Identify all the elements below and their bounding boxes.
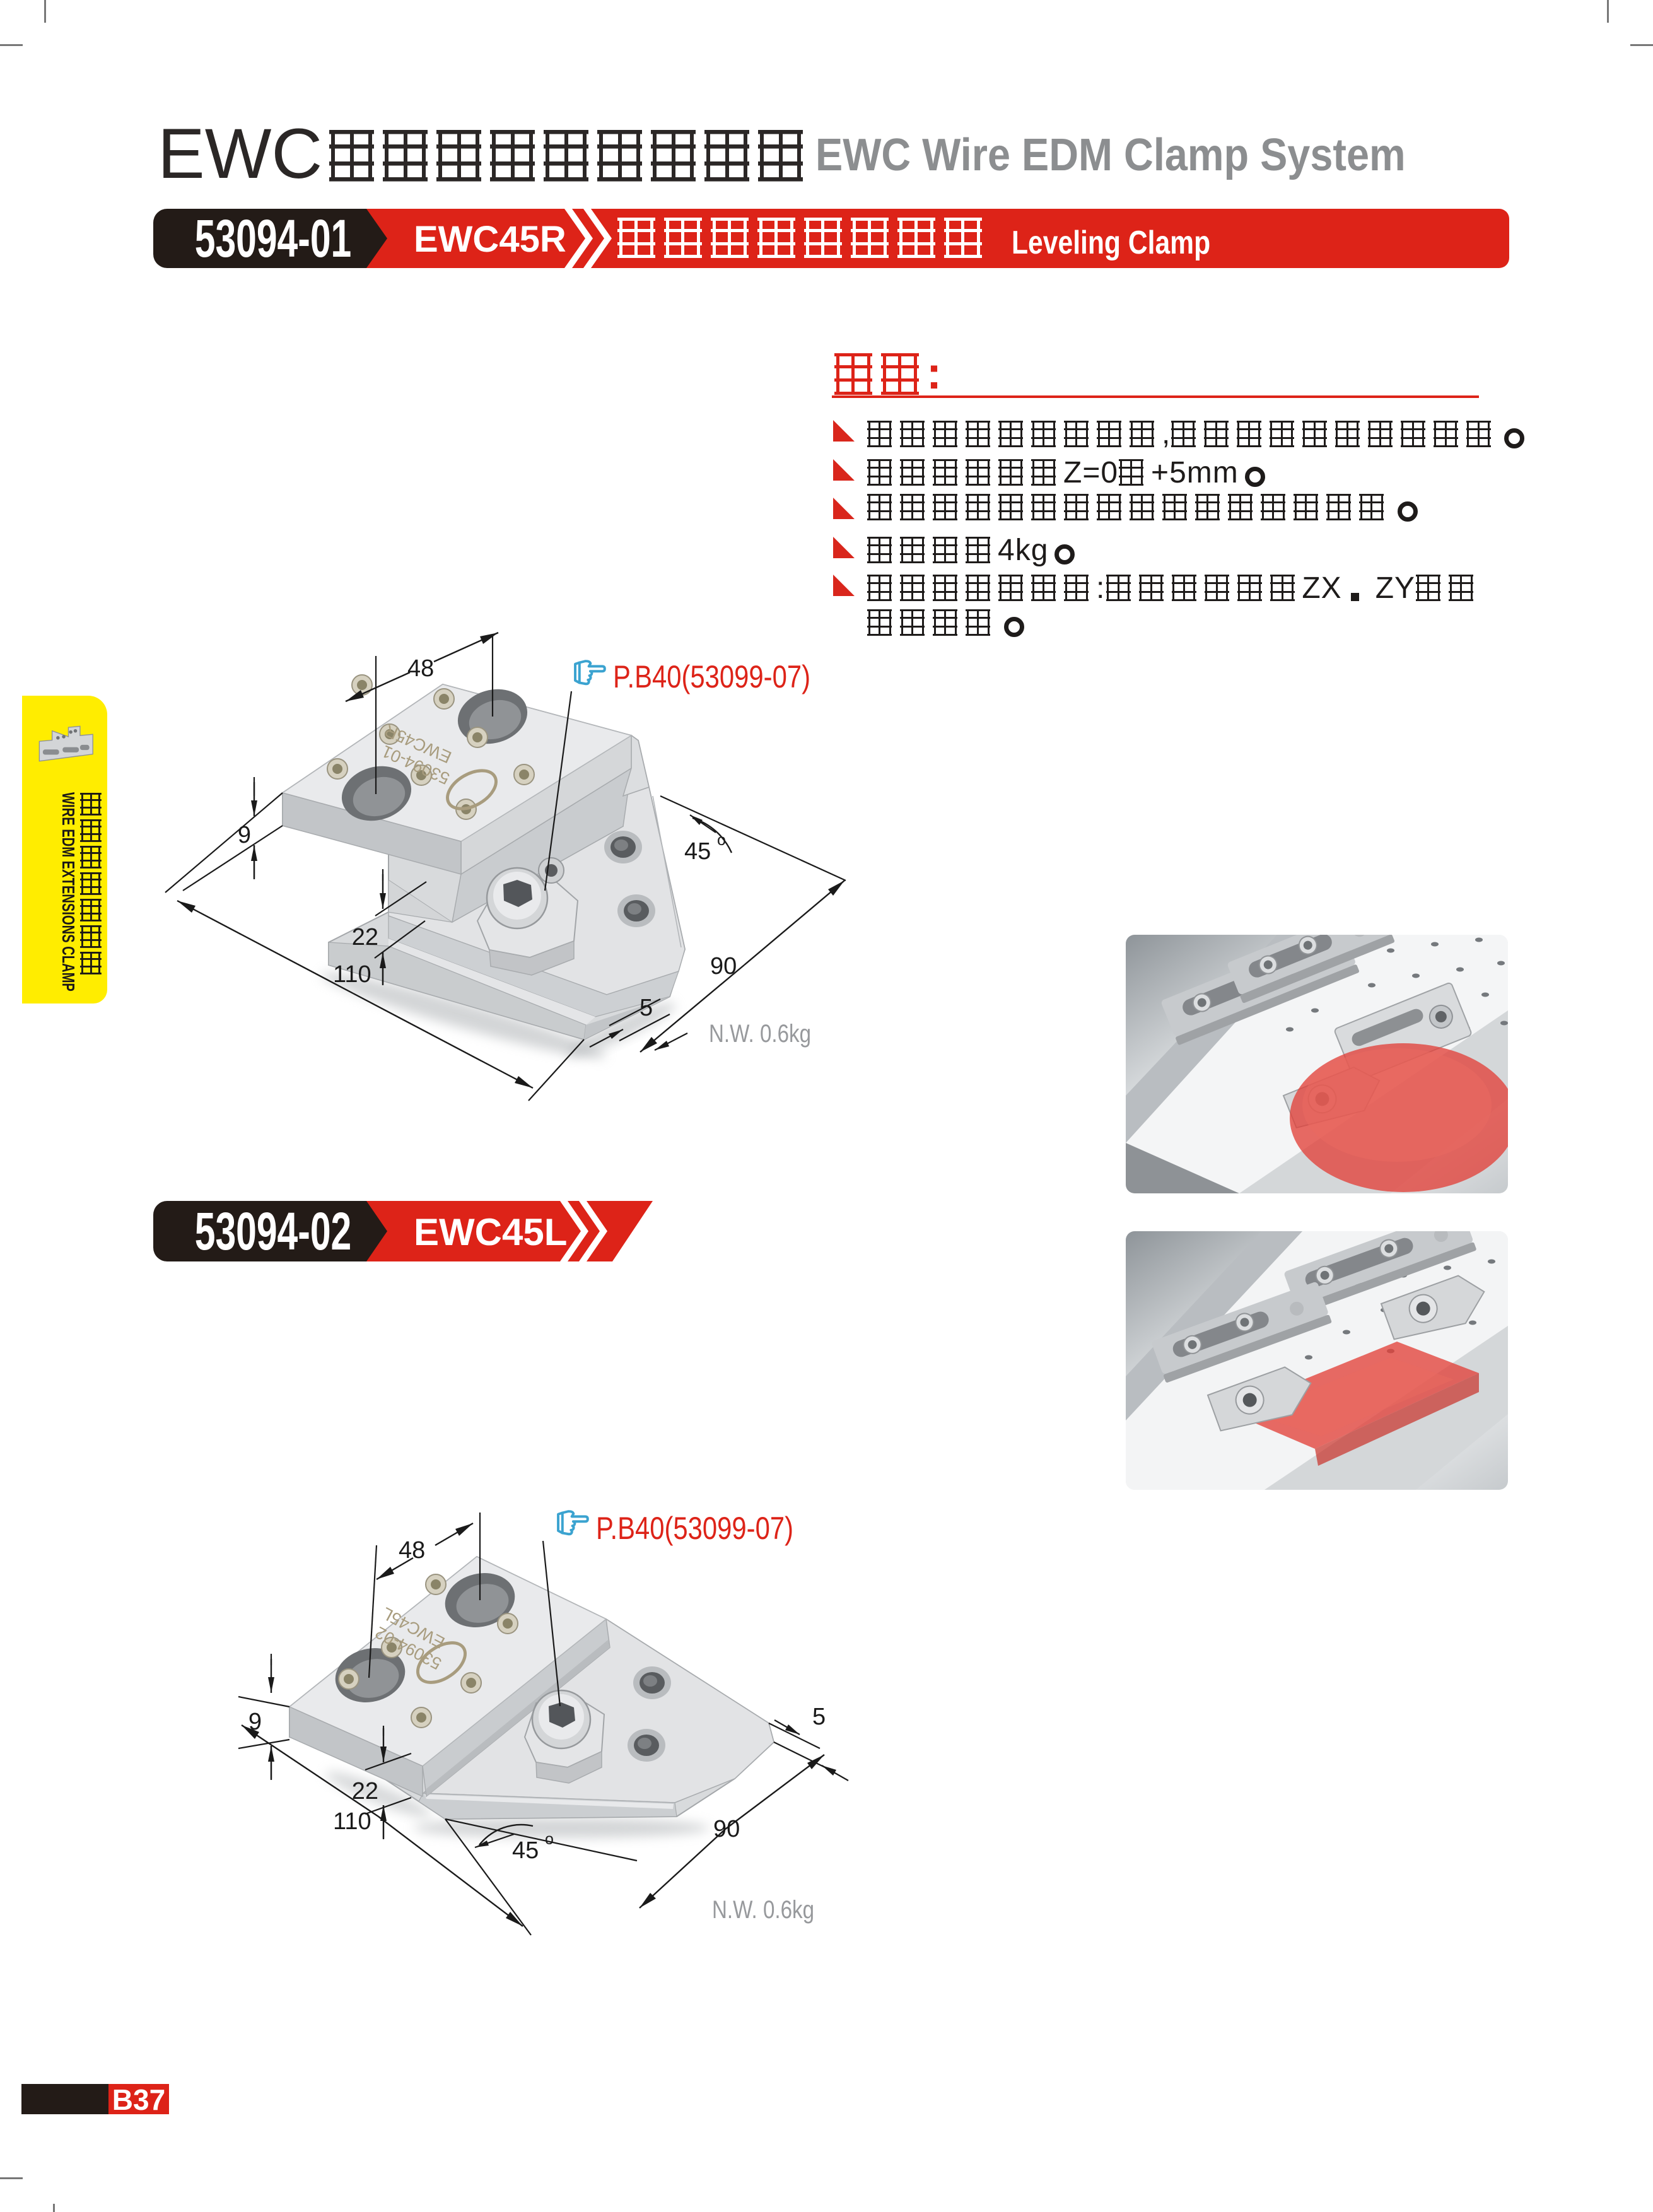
svg-text:5: 5 <box>812 1704 826 1730</box>
svg-text:P.B40(53099-07): P.B40(53099-07) <box>613 659 810 694</box>
svg-text:P.B40(53099-07): P.B40(53099-07) <box>596 1511 793 1546</box>
svg-text:110: 110 <box>333 1808 371 1835</box>
svg-text:9: 9 <box>238 822 251 848</box>
svg-text:48: 48 <box>407 655 434 682</box>
svg-text:45: 45 <box>684 838 711 865</box>
svg-text:22: 22 <box>352 924 378 951</box>
svg-text:N.W. 0.6kg: N.W. 0.6kg <box>712 1896 814 1924</box>
svg-text:22: 22 <box>352 1778 378 1805</box>
svg-text:o: o <box>545 1830 554 1848</box>
svg-text:45: 45 <box>512 1837 539 1864</box>
svg-text:5: 5 <box>640 995 653 1021</box>
svg-text:48: 48 <box>399 1537 425 1564</box>
svg-text:90: 90 <box>713 1816 740 1842</box>
svg-text:9: 9 <box>248 1709 262 1735</box>
svg-text:90: 90 <box>710 953 737 980</box>
svg-text:o: o <box>717 831 726 849</box>
svg-text:N.W. 0.6kg: N.W. 0.6kg <box>709 1020 811 1048</box>
svg-text:110: 110 <box>333 961 371 988</box>
